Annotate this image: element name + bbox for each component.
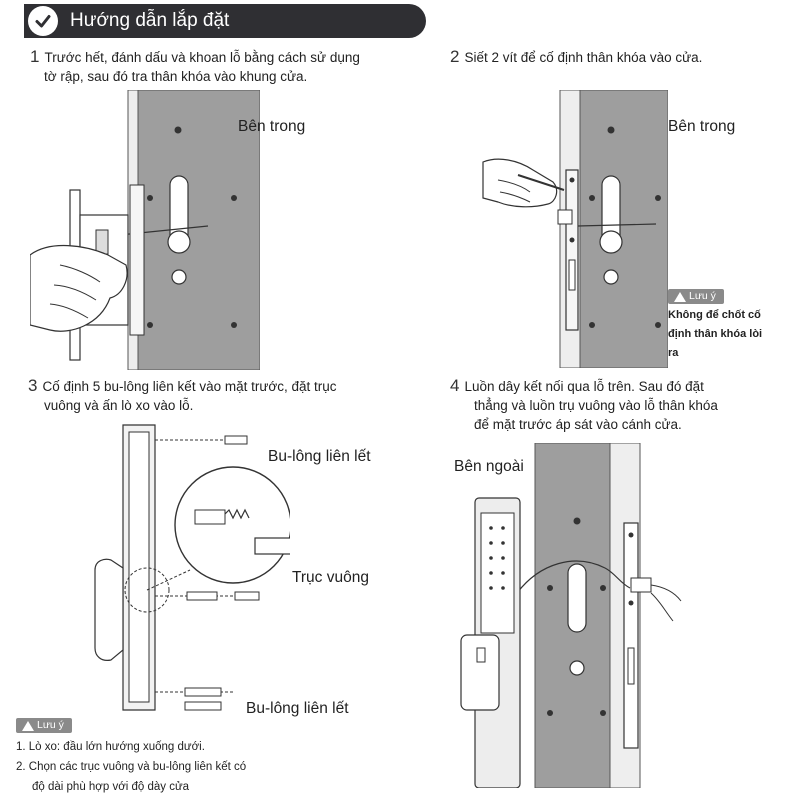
square-shaft-label: Trục vuông [292, 569, 369, 586]
warning-icon [674, 291, 686, 302]
check-icon [28, 6, 58, 36]
warning-icon [22, 720, 34, 731]
inside-label-2: Bên trong [668, 118, 736, 135]
step-1-illustration [30, 90, 260, 370]
bolt-label-top: Bu-lông liên lết [268, 448, 371, 465]
note-list-step-3: 1. Lò xo: đầu lớn hướng xuống dưới. 2. C… [16, 741, 247, 793]
outside-label: Bên ngoài [454, 458, 524, 475]
note-badge-step-3: Lưu ý [16, 718, 72, 733]
step-2-illustration [482, 90, 668, 368]
section-header: Hướng dẫn lắp đặt [24, 4, 426, 38]
step-4-illustration [460, 443, 682, 788]
step-3-illustration [94, 424, 290, 711]
inside-label-1: Bên trong [238, 118, 306, 135]
bolt-label-bottom: Bu-lông liên lết [246, 700, 349, 717]
section-title: Hướng dẫn lắp đặt [70, 10, 230, 31]
note-text-step-2: Không để chốt cố định thân khóa lòi ra [668, 309, 763, 359]
note-badge-step-2: Lưu ý [668, 289, 724, 304]
